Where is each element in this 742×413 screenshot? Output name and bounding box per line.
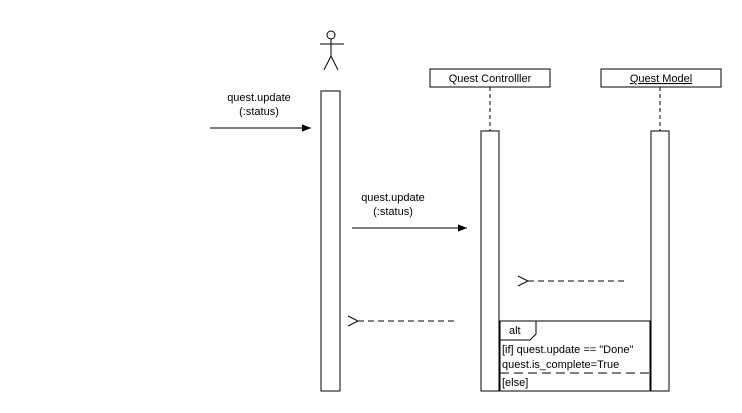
svg-text:(:status): (:status): [373, 206, 413, 218]
alt-operator-label: alt: [509, 325, 521, 337]
alt-guard-else: [else]: [502, 377, 528, 389]
alt-fragment: alt [if] quest.update == "Done" quest.is…: [499, 320, 651, 392]
svg-text:(:status): (:status): [239, 106, 279, 118]
participant-quest-controller: Quest Controlller: [429, 68, 551, 88]
alt-if-action: quest.is_complete=True: [502, 359, 619, 371]
actor-icon: [320, 30, 344, 71]
svg-text:quest.update: quest.update: [227, 92, 291, 104]
participant-label-model: Quest Model: [630, 73, 692, 85]
message-1-label: quest.update (:status): [227, 92, 291, 118]
participant-quest-model: Quest Model: [600, 68, 722, 88]
message-2-label: quest.update (:status): [361, 192, 425, 218]
alt-operator-tab: [500, 321, 537, 341]
activation-controller: [480, 130, 500, 392]
participant-label-controller: Quest Controlller: [449, 73, 532, 85]
activation-actor: [320, 90, 341, 392]
svg-text:quest.update: quest.update: [361, 192, 425, 204]
activation-model: [650, 130, 670, 392]
alt-guard-if: [if] quest.update == "Done": [502, 344, 633, 356]
